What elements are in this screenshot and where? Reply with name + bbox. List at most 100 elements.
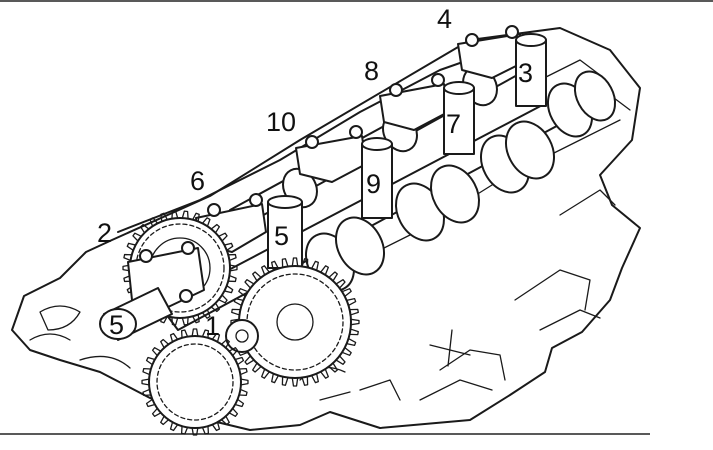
drive-gear-tooth <box>271 372 280 384</box>
lower-gears-tooth <box>228 407 239 417</box>
drive-gear-tooth <box>281 375 289 386</box>
post-9 <box>361 137 393 219</box>
drive-gear-tooth <box>328 362 338 373</box>
front-sprocket-tooth <box>218 294 228 304</box>
drive-gear-tooth <box>271 260 280 272</box>
drive-gear-tooth <box>244 355 255 365</box>
lower-gears-tooth <box>220 415 230 426</box>
bolt-label-7: 7 <box>446 109 461 139</box>
front-sprocket-tooth <box>171 210 179 220</box>
lower-gears-tooth <box>142 367 152 376</box>
drive-gear-tooth <box>261 368 271 379</box>
front-sprocket-tooth <box>223 285 234 294</box>
drive-gear-tooth <box>252 271 262 282</box>
drive-gear-tooth <box>341 346 352 356</box>
front-sprocket-tooth <box>123 274 133 283</box>
lower-gears-tooth <box>228 347 239 357</box>
lower-gears-tooth <box>191 328 199 337</box>
drive-gear-tooth <box>328 271 338 282</box>
lower-gears-tooth <box>180 425 189 435</box>
lower-gears-tooth <box>191 427 199 436</box>
drive-gear-tooth <box>345 298 357 307</box>
drive-gear-tooth <box>291 377 299 387</box>
bearing-cap-3 <box>379 73 449 131</box>
lower-gears-tooth <box>160 338 170 349</box>
lower-gears-tooth <box>145 398 156 408</box>
lower-gears-tooth <box>151 407 162 417</box>
drive-gear-tooth <box>341 288 352 298</box>
lower-gears-tooth <box>160 415 170 426</box>
lower-gears-tooth <box>201 329 210 339</box>
front-sprocket-tooth <box>140 223 150 234</box>
bolt-label-6: 6 <box>190 166 205 196</box>
lower-gears-tooth <box>145 356 156 366</box>
lower-gears-tooth <box>220 338 230 349</box>
bearing-cap-2 <box>295 125 367 183</box>
post-7 <box>443 81 475 155</box>
drive-gear-tooth <box>350 318 360 326</box>
lower-gears-tooth <box>201 425 210 435</box>
shaft-nose: 5 <box>99 287 173 341</box>
front-sprocket-tooth <box>171 316 179 326</box>
post-5 <box>267 195 303 269</box>
lower-gears-tooth <box>151 347 162 357</box>
drive-gear-tooth <box>281 258 289 269</box>
front-sprocket-tooth <box>192 313 200 324</box>
bolt-label-1: 1 <box>205 311 220 341</box>
bolt-label-8: 8 <box>364 56 379 86</box>
lower-gears-tooth <box>238 367 248 376</box>
drive-gear-tooth <box>319 368 329 379</box>
front-sprocket-tooth <box>192 212 200 223</box>
front-sprocket-tooth <box>210 302 220 313</box>
front-sprocket-tooth <box>123 253 133 262</box>
drive-gear-tooth <box>301 258 309 269</box>
drive-gear-tooth <box>238 288 249 298</box>
drive-gear-tooth <box>348 308 359 316</box>
front-sprocket-tooth <box>181 316 189 326</box>
post-3 <box>515 33 547 107</box>
drive-gear-tooth <box>319 265 329 276</box>
front-sprocket-tooth <box>126 242 137 251</box>
drive-gear-tooth <box>252 362 262 373</box>
lower-gears <box>141 319 259 436</box>
drive-gear-tooth <box>233 298 245 307</box>
front-sprocket-tooth <box>227 253 237 262</box>
drive-gear-tooth <box>231 308 242 316</box>
front-sprocket-tooth <box>160 212 168 223</box>
front-sprocket-tooth <box>210 223 220 234</box>
drive-gear-tooth <box>335 355 346 365</box>
drive-gear-tooth <box>348 328 359 336</box>
bolt-label-5: 5 <box>274 221 289 251</box>
lower-gears-tooth <box>234 398 245 408</box>
bolt-label-9: 9 <box>366 169 381 199</box>
bolt-label-2: 2 <box>97 218 112 248</box>
drive-gear-tooth <box>244 279 255 289</box>
lower-gears-tooth <box>211 421 221 432</box>
front-sprocket-tooth <box>149 217 159 227</box>
front-sprocket-tooth <box>122 264 131 272</box>
lower-gears-tooth <box>234 356 245 366</box>
front-sprocket-tooth <box>223 242 234 251</box>
bearing-cap-rear <box>457 25 525 79</box>
front-sprocket-tooth <box>132 232 142 242</box>
bolt-label-10: 10 <box>266 107 296 137</box>
lower-gears-tooth <box>169 332 179 343</box>
drive-gear-tooth <box>261 265 271 276</box>
drive-gear <box>230 257 360 387</box>
front-sprocket-tooth <box>201 309 211 319</box>
lower-gears-tooth <box>211 332 221 343</box>
front-sprocket-tooth <box>218 232 228 242</box>
drive-gear-tooth <box>301 375 309 386</box>
front-sprocket-tooth <box>201 217 211 227</box>
lower-gears-tooth <box>240 378 249 386</box>
bolt-label-4: 4 <box>437 4 452 34</box>
front-sprocket-tooth <box>229 264 238 272</box>
bolt-label-3: 3 <box>518 58 533 88</box>
drive-gear-tooth <box>310 372 319 384</box>
drive-gear-tooth <box>335 279 346 289</box>
lower-gears-tooth <box>142 388 152 397</box>
front-sprocket-tooth <box>227 274 237 283</box>
lower-gears-tooth <box>141 378 150 386</box>
shaft-end-mark: 5 <box>109 310 124 340</box>
